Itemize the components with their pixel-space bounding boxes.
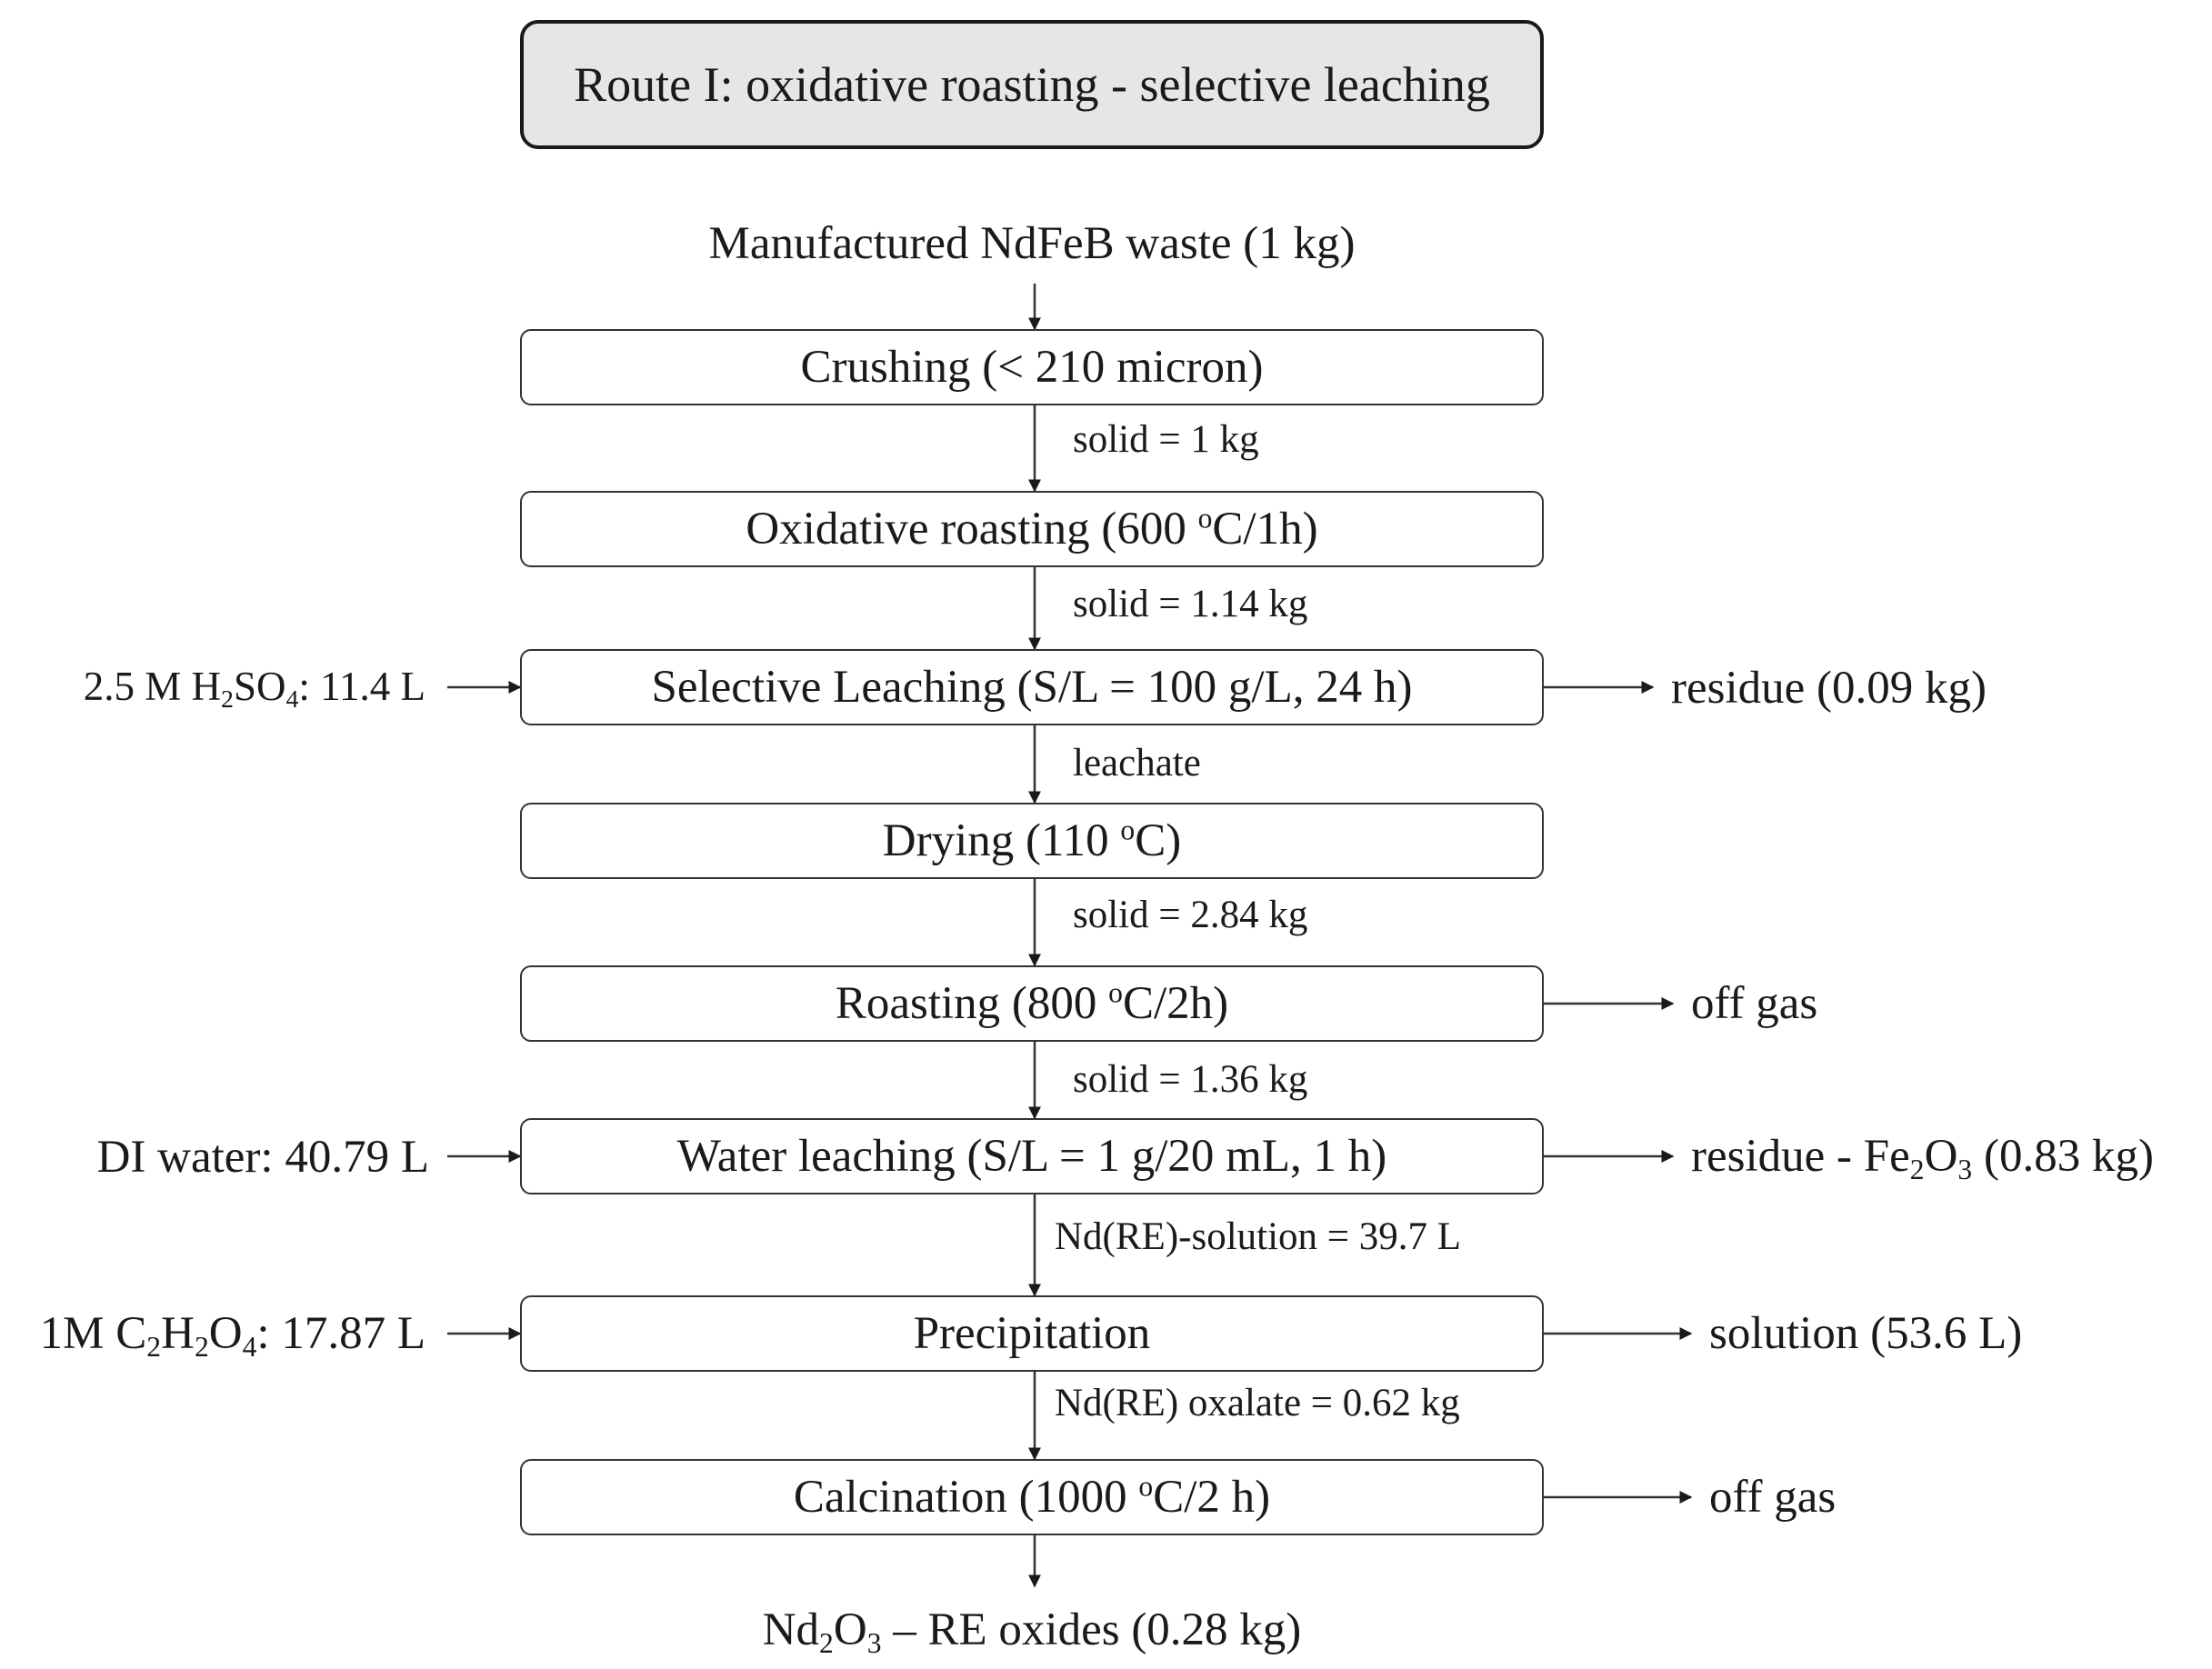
flow-label-solid-3: solid = 2.84 kg <box>1073 894 1308 936</box>
flow-label-solid-2: solid = 1.14 kg <box>1073 583 1308 625</box>
step-water-leaching-label: Water leaching (S/L = 1 g/20 mL, 1 h) <box>676 1131 1387 1182</box>
step-calcination: Calcination (1000 oC/2 h) <box>520 1459 1544 1535</box>
step-oxidative-roasting: Oxidative roasting (600 oC/1h) <box>520 491 1544 567</box>
input-di-water: DI water: 40.79 L <box>96 1132 429 1183</box>
flow-label-nd-oxalate: Nd(RE) oxalate = 0.62 kg <box>1055 1382 1460 1424</box>
step-selective-leaching: Selective Leaching (S/L = 100 g/L, 24 h) <box>520 649 1544 725</box>
flow-label-nd-solution: Nd(RE)-solution = 39.7 L <box>1055 1215 1462 1258</box>
route-title: Route I: oxidative roasting - selective … <box>574 57 1490 112</box>
product-label: Nd2O3 – RE oxides (0.28 kg) <box>762 1604 1302 1659</box>
route-title-box: Route I: oxidative roasting - selective … <box>520 20 1544 149</box>
output-residue-1: residue (0.09 kg) <box>1671 663 1987 714</box>
step-roasting: Roasting (800 oC/2h) <box>520 965 1544 1042</box>
step-crushing-label: Crushing (< 210 micron) <box>800 342 1264 393</box>
output-solution: solution (53.6 L) <box>1709 1308 2023 1359</box>
input-oxalic-acid: 1M C2H2O4: 17.87 L <box>39 1308 425 1363</box>
flow-label-leachate: leachate <box>1073 742 1201 785</box>
step-precipitation-label: Precipitation <box>913 1308 1151 1359</box>
step-selective-leaching-label: Selective Leaching (S/L = 100 g/L, 24 h) <box>651 662 1413 713</box>
flow-label-solid-4: solid = 1.36 kg <box>1073 1058 1308 1101</box>
step-roasting-label: Roasting (800 oC/2h) <box>835 976 1229 1029</box>
output-residue-fe2o3: residue - Fe2O3 (0.83 kg) <box>1691 1131 2154 1185</box>
step-oxidative-roasting-label: Oxidative roasting (600 oC/1h) <box>746 502 1318 555</box>
step-drying-label: Drying (110 oC) <box>882 814 1182 866</box>
input-sulfuric-acid: 2.5 M H2SO4: 11.4 L <box>83 664 425 714</box>
feed-label: Manufactured NdFeB waste (1 kg) <box>708 218 1356 269</box>
step-drying: Drying (110 oC) <box>520 803 1544 879</box>
output-off-gas-1: off gas <box>1691 978 1818 1029</box>
step-calcination-label: Calcination (1000 oC/2 h) <box>793 1470 1271 1523</box>
output-off-gas-2: off gas <box>1709 1472 1837 1523</box>
step-crushing: Crushing (< 210 micron) <box>520 329 1544 405</box>
flow-label-solid-1: solid = 1 kg <box>1073 418 1259 461</box>
step-water-leaching: Water leaching (S/L = 1 g/20 mL, 1 h) <box>520 1118 1544 1194</box>
step-precipitation: Precipitation <box>520 1295 1544 1372</box>
